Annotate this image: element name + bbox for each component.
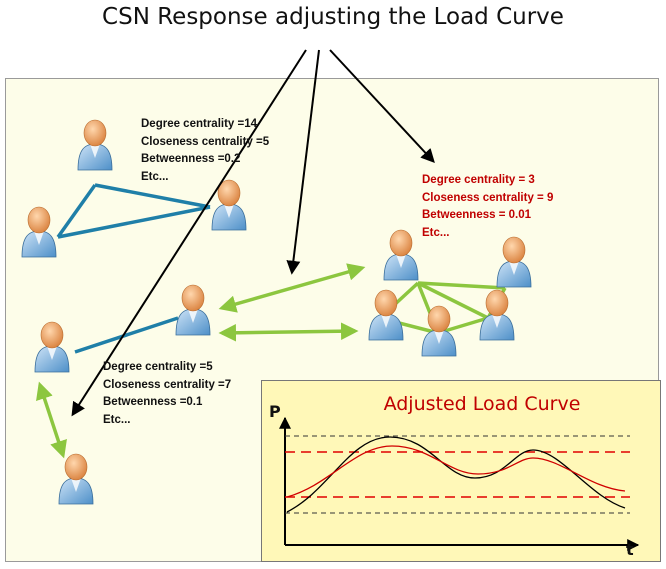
y-axis-label: P [269,402,281,421]
green-arrows [36,263,366,459]
person-icon [34,321,70,373]
load-curve-title: Adjusted Load Curve [383,393,581,415]
x-axis-label: t [626,540,634,559]
person-icon [383,229,419,281]
black-arrow [71,49,307,417]
page-title: CSN Response adjusting the Load Curve [102,4,564,30]
person-icon [21,206,57,258]
green-arrow [218,322,359,342]
green-arrow [36,381,67,459]
blue-links [56,183,211,354]
black-arrow [329,49,435,164]
blue-link [94,183,211,209]
blue-link [74,316,179,354]
metrics-group-3: Degree centrality =5 Closeness centralit… [103,361,232,426]
black-arrow [286,49,320,275]
metrics-group-1: Degree centrality =14 Closeness centrali… [141,118,270,183]
load-curve-panel: Adjusted Load Curve [261,380,661,562]
person-icon [496,236,532,288]
green-arrow [218,263,366,313]
person-icon [77,119,113,171]
metrics-group-2: Degree centrality = 3 Closeness centrali… [422,174,554,239]
blue-link [57,205,211,239]
person-icon [368,289,404,341]
blue-link [56,183,97,239]
person-icon [175,284,211,336]
person-icon [58,453,94,505]
title-arrows [71,49,435,417]
